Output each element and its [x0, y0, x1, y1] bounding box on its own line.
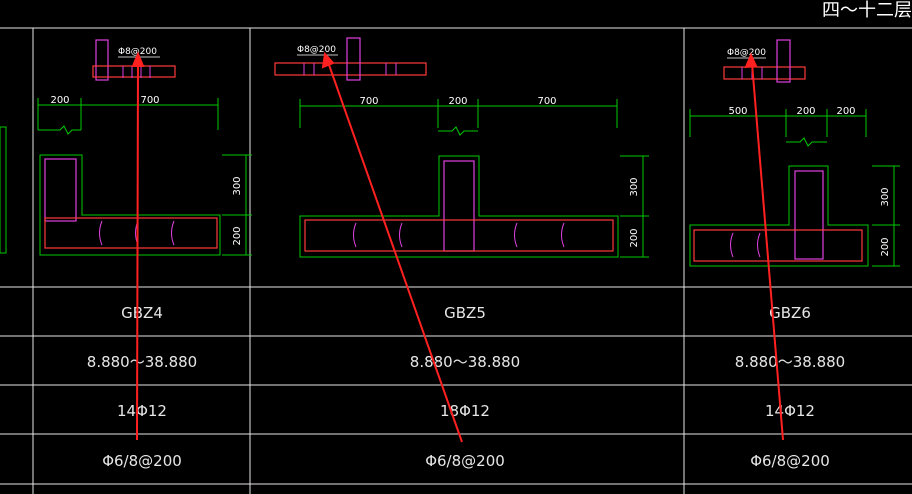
- gbz5-longitudinal-cell: 18Φ12: [440, 402, 490, 420]
- gbz4-column-stirrup: [44, 158, 77, 222]
- gbz5-dim-side-0: 300: [629, 177, 640, 196]
- gbz4-annotation-arrowhead: [131, 51, 145, 67]
- gbz6-elevation-cell: 8.880～38.880: [735, 353, 845, 371]
- gbz4-wall-stirrup: [44, 217, 218, 249]
- floor-range-title: 四～十二层: [822, 0, 912, 21]
- gbz5-elevation-cell: 8.880～38.880: [410, 353, 520, 371]
- gbz6-concrete-outline: [689, 165, 869, 267]
- gbz5-dim-top-2: 700: [537, 96, 556, 107]
- gbz4-dimension-side: [222, 154, 252, 256]
- gbz5-callout-hooks: [303, 63, 397, 75]
- gbz5-stirrup-cell: Φ6/8@200: [425, 452, 505, 470]
- gbz4-callout-tie: [95, 39, 109, 81]
- gbz4-concrete-outline: [39, 154, 221, 256]
- gbz5-concrete-outline: [299, 155, 619, 258]
- gbz5-name-cell: GBZ5: [444, 304, 486, 322]
- gbz6-name-cell: GBZ6: [769, 304, 811, 322]
- gbz6-dim-top-1: 200: [796, 106, 815, 117]
- left-partial-section: [0, 126, 7, 254]
- gbz6-callout-stirrup: [723, 66, 806, 80]
- section-gbz4: Φ8@200 200 700 300 200: [37, 39, 252, 256]
- gbz5-dim-side-1: 200: [629, 228, 640, 247]
- gbz5-dim-top-0: 700: [359, 96, 378, 107]
- gbz5-dimension-top: [299, 99, 618, 136]
- gbz4-dim-top-0: 200: [50, 95, 69, 106]
- gbz5-callout-tie: [346, 37, 361, 81]
- table-grid: [0, 27, 912, 494]
- gbz4-callout-hooks: [122, 66, 151, 78]
- gbz6-dim-side-0: 300: [880, 187, 891, 206]
- gbz6-stirrup-cell: Φ6/8@200: [750, 452, 830, 470]
- section-gbz6: Φ8@200 500 200 200 300 200: [689, 39, 900, 267]
- gbz5-annotation-arrowhead: [321, 51, 335, 69]
- gbz6-callout-label: Φ8@200: [727, 48, 766, 58]
- gbz4-dim-side-0: 300: [232, 176, 243, 195]
- gbz4-stirrup-cell: Φ6/8@200: [102, 452, 182, 470]
- gbz4-annotation-arrow-line: [136, 61, 139, 441]
- gbz4-dimension-top: [37, 98, 219, 135]
- gbz4-dim-top-1: 700: [140, 95, 159, 106]
- gbz6-dimension-top: [689, 109, 867, 147]
- gbz6-annotation-arrowhead: [744, 52, 758, 69]
- partial-concrete-outline: [0, 126, 7, 254]
- gbz5-dimension-side: [620, 155, 649, 258]
- gbz6-dim-top-0: 500: [728, 106, 747, 117]
- gbz4-callout-label: Φ8@200: [118, 47, 157, 57]
- gbz5-wall-stirrup: [304, 219, 614, 252]
- gbz4-elevation-cell: 8.880～38.880: [87, 353, 197, 371]
- gbz6-dim-side-1: 200: [880, 237, 891, 256]
- gbz5-annotation-arrow-line: [327, 61, 463, 443]
- gbz5-dim-top-1: 200: [448, 96, 467, 107]
- gbz5-tie-hooks: [353, 222, 565, 248]
- gbz5-callout-label: Φ8@200: [297, 45, 336, 55]
- gbz4-longitudinal-cell: 14Φ12: [117, 402, 167, 420]
- gbz6-callout-tie: [776, 39, 791, 83]
- gbz6-tie-hooks: [730, 232, 761, 258]
- annotation-arrows: [131, 51, 784, 443]
- section-gbz5: Φ8@200 700 200 700 300 200: [274, 37, 649, 258]
- gbz6-dim-top-2: 200: [836, 106, 855, 117]
- gbz6-longitudinal-cell: 14Φ12: [765, 402, 815, 420]
- gbz6-annotation-arrow-line: [751, 62, 784, 441]
- gbz6-column-stirrup: [794, 170, 824, 260]
- gbz4-dim-side-1: 200: [232, 226, 243, 245]
- gbz6-dimension-side: [872, 165, 900, 267]
- gbz4-name-cell: GBZ4: [121, 304, 163, 322]
- gbz6-wall-stirrup: [693, 229, 863, 262]
- gbz5-callout-stirrup: [274, 62, 427, 76]
